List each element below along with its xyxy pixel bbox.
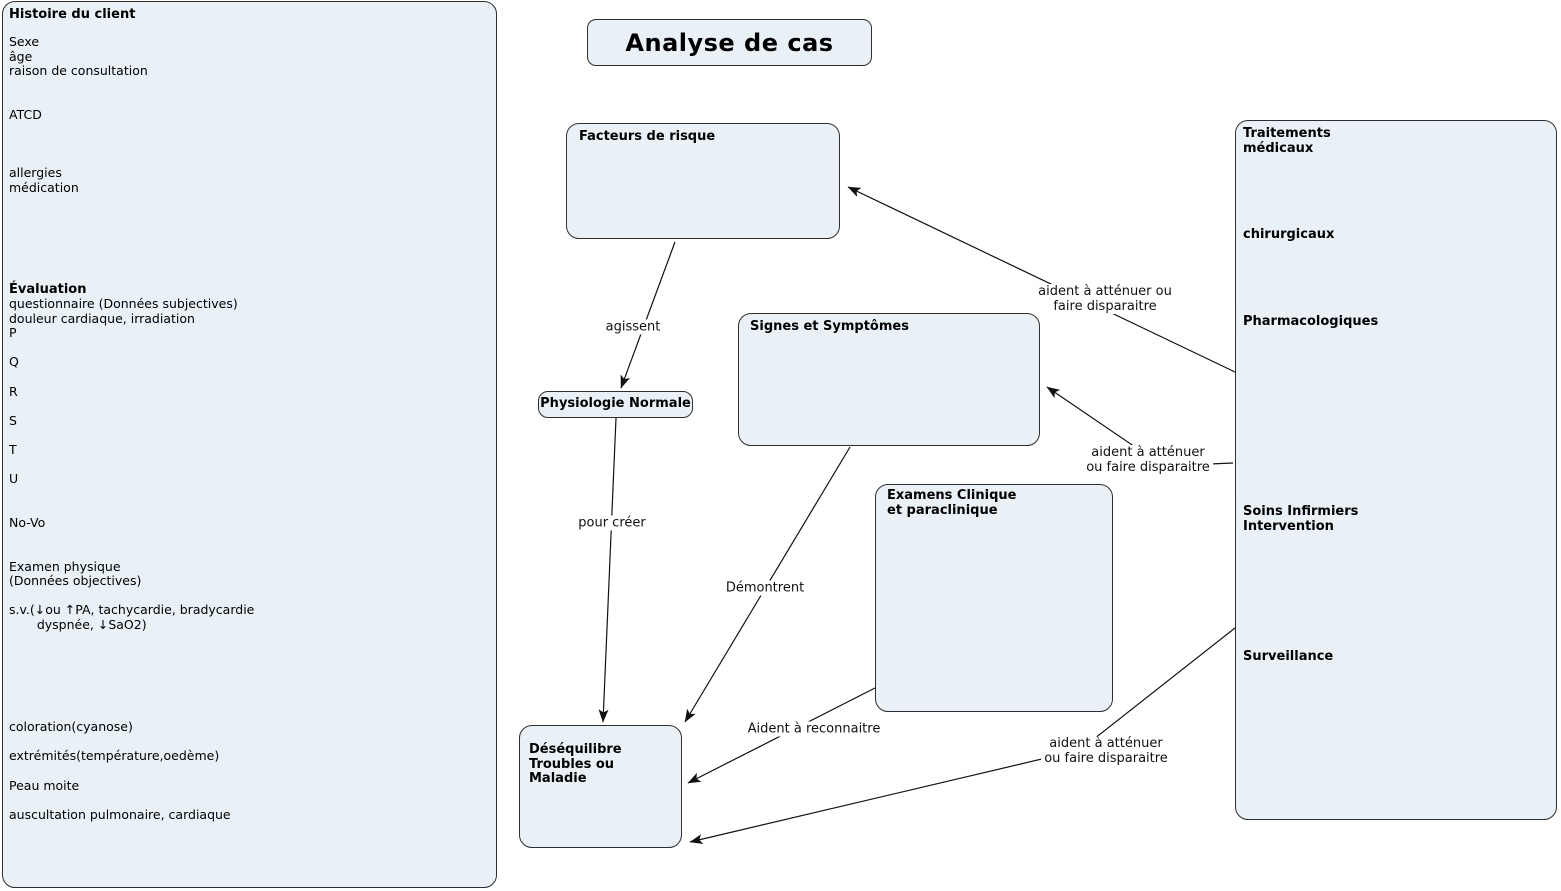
evaluation-heading: Évaluation (9, 282, 87, 297)
disease-node[interactable]: Déséquilibre Troubles ou Maladie (519, 725, 682, 848)
client-history-block: Sexe âge raison de consultation ATCD all… (9, 34, 148, 195)
clinical-exams-label: Examens Clinique et paraclinique (887, 488, 1017, 518)
disease-label: Déséquilibre Troubles ou Maladie (529, 742, 622, 787)
treatments-medical-label: Traitements médicaux (1243, 126, 1331, 156)
treatments-pharmacological-label: Pharmacologiques (1243, 314, 1379, 329)
clinical-exams-node[interactable]: Examens Clinique et paraclinique (875, 484, 1113, 712)
edge-physiology-to-disease (598, 417, 617, 723)
link-phrase-attenuer-maladie[interactable]: aident à atténuer ou faire disparaitre (1041, 736, 1171, 766)
nursing-intervention-label: Soins Infirmiers Intervention (1243, 504, 1359, 534)
link-phrase-attenuer-signes[interactable]: aident à atténuer ou faire disparaitre (1083, 445, 1213, 475)
map-title: Analyse de cas (625, 28, 834, 57)
normal-physiology-node[interactable]: Physiologie Normale (538, 391, 693, 418)
risk-factors-label: Facteurs de risque (579, 129, 716, 144)
normal-physiology-label: Physiologie Normale (540, 396, 691, 412)
link-phrase-attenuer-risque[interactable]: aident à atténuer ou faire disparaitre (1035, 284, 1175, 314)
risk-factors-node[interactable]: Facteurs de risque (566, 123, 840, 239)
map-title-node[interactable]: Analyse de cas (587, 19, 872, 66)
client-history-heading: Histoire du client (9, 7, 136, 22)
signs-symptoms-label: Signes et Symptômes (750, 319, 909, 334)
signs-symptoms-node[interactable]: Signes et Symptômes (738, 313, 1040, 446)
edge-risk-to-physiology (620, 241, 676, 389)
treatments-node[interactable]: Traitements médicaux chirurgicaux Pharma… (1235, 120, 1557, 820)
client-history-node[interactable]: Histoire du client Sexe âge raison de co… (2, 1, 497, 888)
link-phrase-demontrent[interactable]: Démontrent (722, 580, 808, 596)
evaluation-block: questionnaire (Données subjectives) doul… (9, 296, 255, 822)
link-phrase-aident-reconnaitre[interactable]: Aident à reconnaitre (744, 721, 884, 737)
link-phrase-agissent[interactable]: agissent (602, 319, 664, 335)
treatments-surgical-label: chirurgicaux (1243, 227, 1335, 242)
surveillance-label: Surveillance (1243, 649, 1334, 664)
link-phrase-pour-creer[interactable]: pour créer (575, 515, 649, 531)
